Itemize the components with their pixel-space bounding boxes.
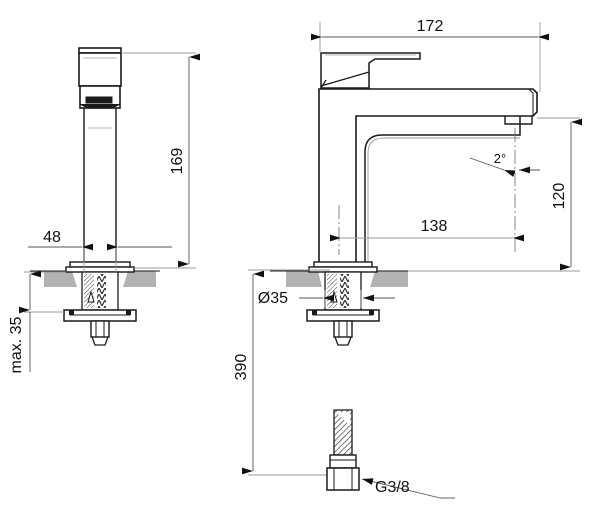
front-elevation-view: 169 48 max. 35 [8, 47, 200, 373]
mixer-handle-front [78, 47, 122, 109]
dimension-max-35-label: max. 35 [8, 316, 25, 373]
dimension-138: 138 [330, 128, 524, 255]
label-thread-g38: G3/8 [361, 478, 455, 499]
hose-ferrule [329, 454, 357, 469]
dimension-120-label: 120 [551, 183, 568, 210]
dimension-169: 169 [121, 52, 200, 269]
dimension-diameter-35: Ø35 [258, 290, 395, 308]
dimension-390: 390 [233, 269, 330, 476]
base-flange-side [308, 261, 378, 273]
dimension-390-label: 390 [233, 354, 250, 381]
dimension-48-label: 48 [43, 229, 61, 246]
dimension-172-label: 172 [417, 18, 444, 35]
hose-connector-detail: G3/8 [326, 409, 455, 499]
dimension-angle-2: 2° [469, 151, 540, 177]
base-flange-front [65, 261, 135, 273]
dimension-max-35: max. 35 [8, 270, 66, 373]
counter-surface-front [30, 270, 160, 287]
dimension-169-label: 169 [169, 148, 186, 175]
mounting-shank-side [306, 271, 380, 346]
dimension-48: 48 [28, 229, 172, 272]
mounting-shank-front [63, 271, 137, 346]
label-thread-g38-text: G3/8 [375, 479, 410, 496]
dimension-diameter-35-label: Ø35 [258, 290, 288, 307]
side-elevation-view: 172 120 138 2° Ø35 [233, 18, 582, 476]
dimension-172: 172 [311, 18, 549, 92]
mixer-lever-side [320, 52, 421, 89]
hose-hex-nut [326, 467, 360, 491]
dimension-angle-2-label: 2° [494, 151, 506, 166]
dimension-138-label: 138 [421, 218, 448, 235]
dimension-120: 120 [408, 117, 582, 272]
